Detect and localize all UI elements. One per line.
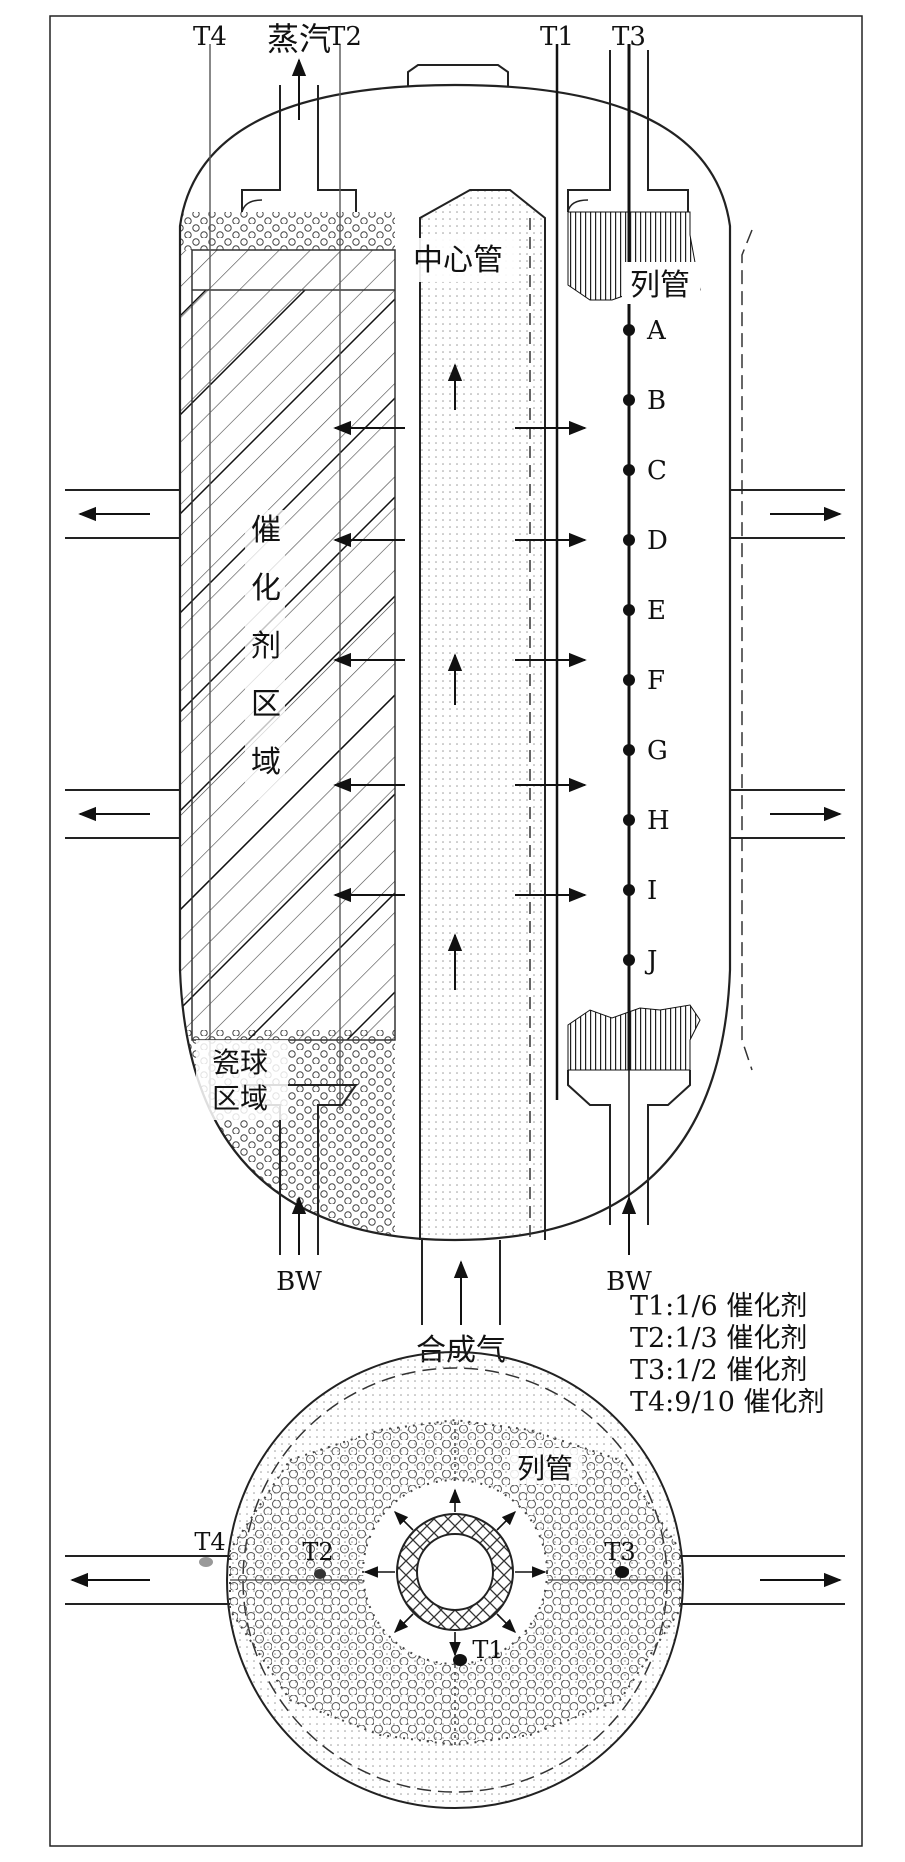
label-bw-left: BW	[276, 1267, 322, 1297]
label-catalyst-2: 化	[251, 571, 281, 606]
legend-t3: T3:1/2 催化剂	[630, 1355, 807, 1386]
thermo-point-i	[623, 884, 635, 896]
label-catalyst-1: 催	[251, 513, 281, 548]
thermo-point-label-f: F	[647, 666, 665, 696]
thermo-point-label-g: G	[647, 736, 668, 766]
t3-marker	[615, 1566, 629, 1578]
thermo-point-e	[623, 604, 635, 616]
thermo-point-label-c: C	[647, 456, 667, 486]
thermo-point-label-b: B	[647, 386, 666, 416]
thermo-point-label-h: H	[647, 806, 670, 836]
label-bw-right: BW	[606, 1267, 652, 1297]
legend-t1: T1:1/6 催化剂	[630, 1291, 807, 1322]
label-steam: 蒸汽	[267, 20, 331, 58]
legend-t4: T4:9/10 催化剂	[630, 1387, 825, 1418]
label-t1: T1	[540, 22, 574, 52]
label-catalyst-3: 剂	[251, 629, 281, 664]
thermo-point-j	[623, 954, 635, 966]
thermo-point-label-d: D	[647, 526, 668, 556]
label-cross-t4: T4	[194, 1528, 225, 1556]
label-ceramic-1: 瓷球	[212, 1046, 268, 1079]
thermo-point-label-i: I	[647, 876, 657, 906]
label-t4: T4	[193, 22, 227, 52]
thermo-point-label-e: E	[647, 596, 666, 626]
thermo-point-f	[623, 674, 635, 686]
legend-t2: T2:1/3 催化剂	[630, 1323, 807, 1354]
flow-arrows	[333, 363, 587, 990]
thermo-point-g	[623, 744, 635, 756]
t1-marker	[453, 1654, 467, 1666]
t4-marker	[199, 1557, 213, 1567]
thermo-point-label-j: J	[644, 946, 657, 976]
thermo-point-d	[623, 534, 635, 546]
label-cross-t2: T2	[302, 1538, 333, 1566]
thermo-point-label-a: A	[646, 316, 667, 346]
label-tube: 列管	[630, 268, 690, 303]
label-cross-tube: 列管	[517, 1452, 573, 1485]
reactor-vessel	[65, 44, 845, 1325]
t2-marker	[314, 1569, 326, 1579]
label-t3: T3	[612, 22, 646, 52]
label-catalyst-5: 域	[251, 745, 281, 780]
thermo-point-a	[623, 324, 635, 336]
label-catalyst-4: 区	[251, 687, 281, 722]
thermo-point-h	[623, 814, 635, 826]
label-center-tube: 中心管	[413, 243, 503, 278]
thermo-point-c	[623, 464, 635, 476]
label-t2: T2	[328, 22, 362, 52]
label-cross-t3: T3	[604, 1538, 635, 1566]
cross-section: 列管 T4 T2 T3 T1	[65, 1351, 845, 1809]
thermo-point-b	[623, 394, 635, 406]
legend: T1:1/6 催化剂 T2:1/3 催化剂 T3:1/2 催化剂 T4:9/10…	[630, 1291, 825, 1418]
label-ceramic-2: 区域	[212, 1082, 268, 1115]
thermocouple-points: A B C D E F G H I J	[623, 316, 670, 976]
label-cross-t1: T1	[472, 1636, 503, 1664]
